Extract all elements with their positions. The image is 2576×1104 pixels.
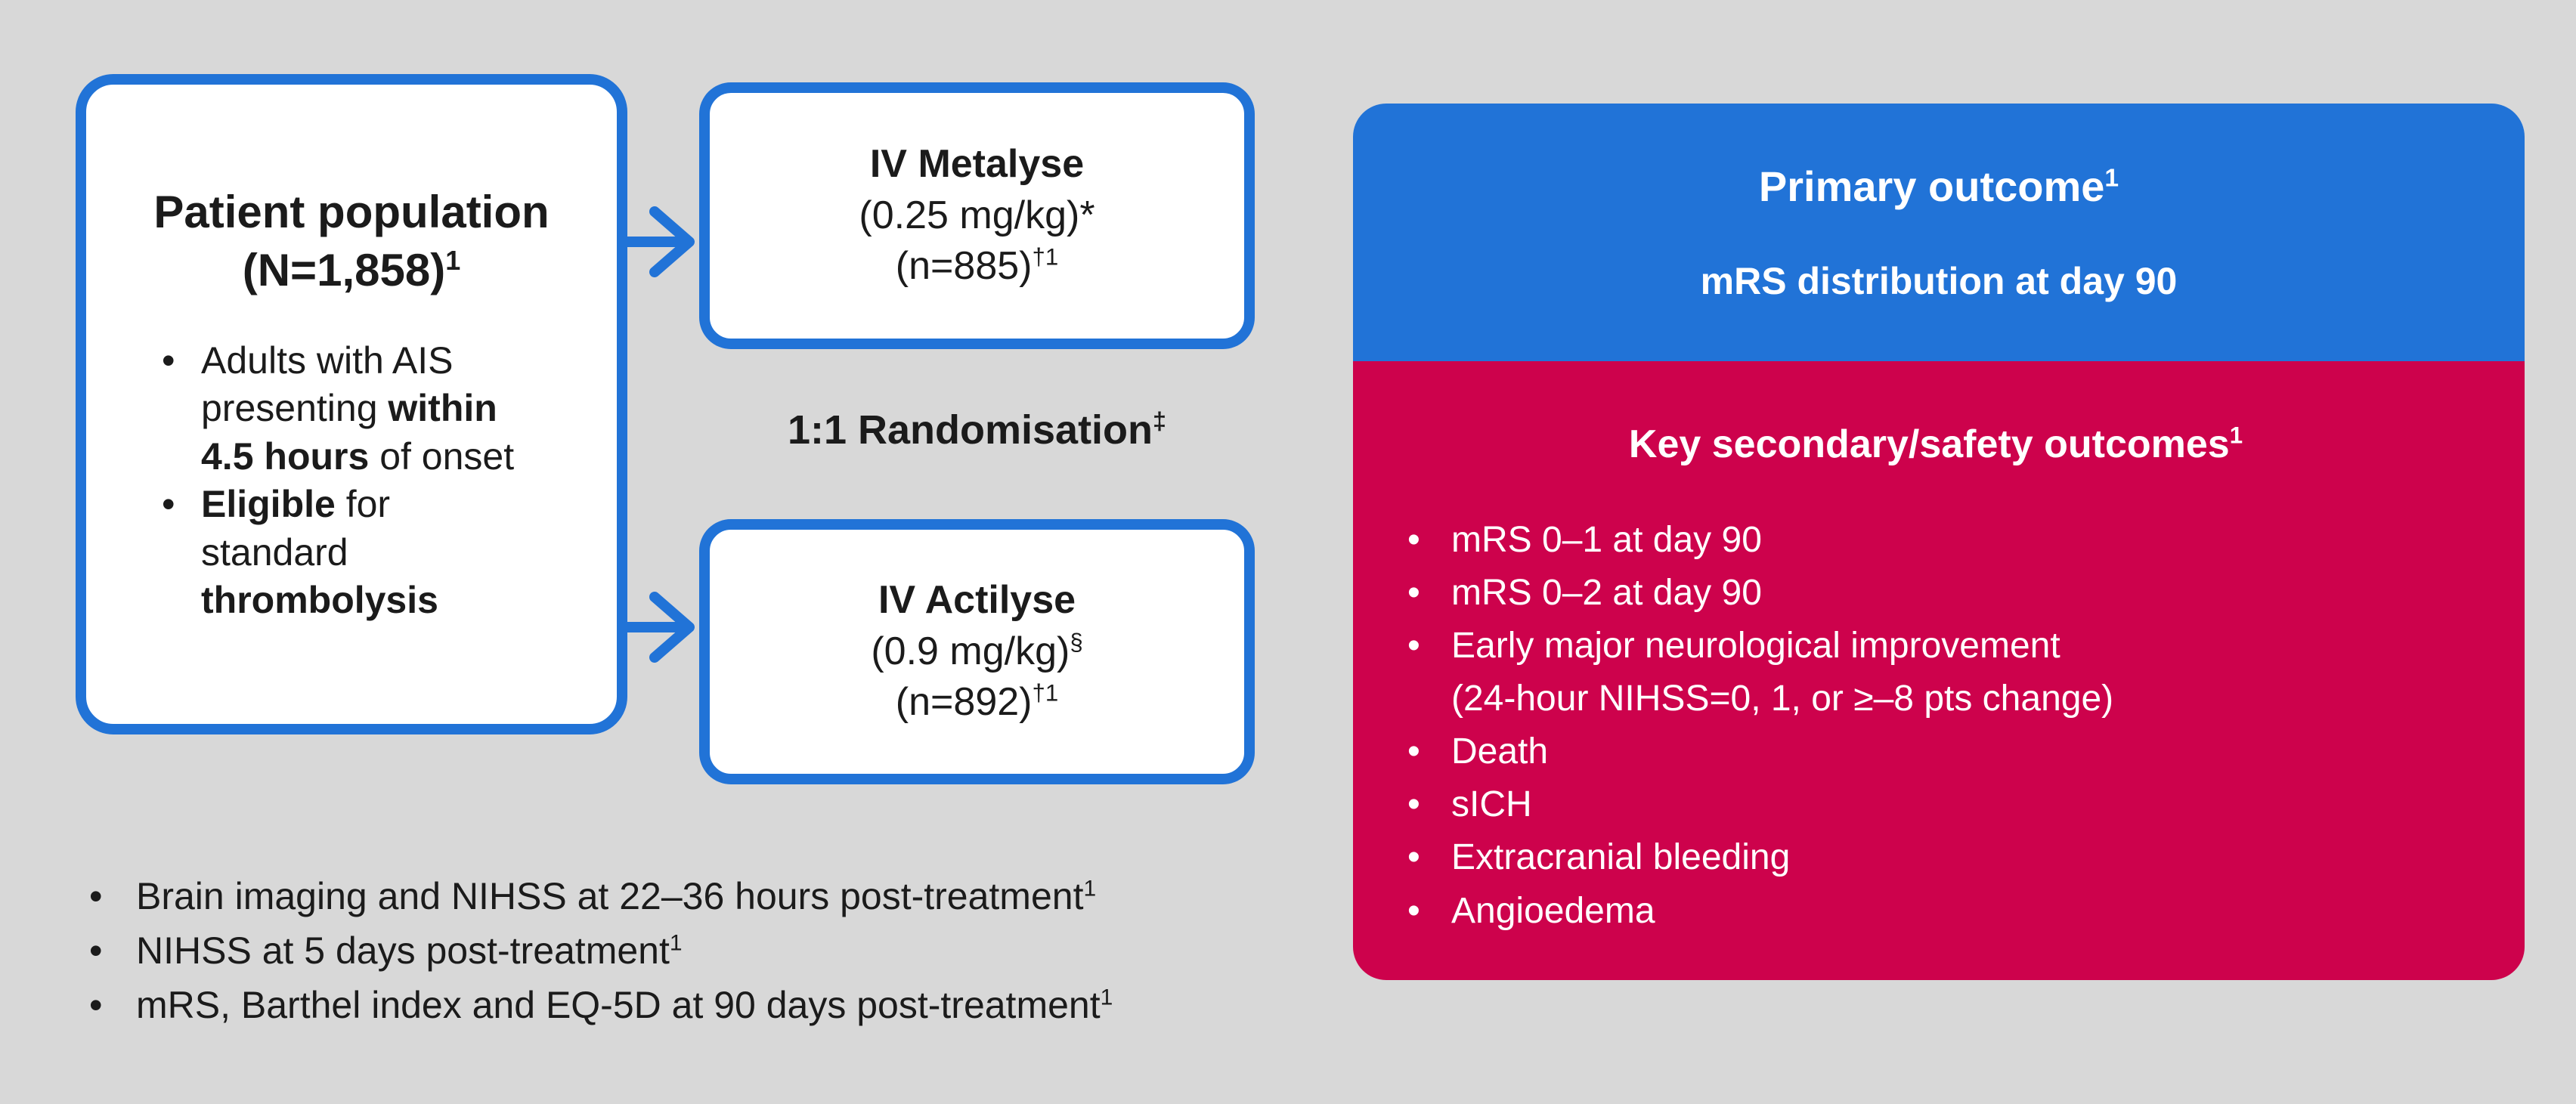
outcome-text: mRS 0–2 at day 90 xyxy=(1451,573,1762,614)
footnote-marker: 1 xyxy=(445,244,461,276)
outcome-text: Death xyxy=(1451,731,1549,772)
assessment-text: mRS, Barthel index and EQ-5D at 90 days … xyxy=(136,984,1113,1026)
actilyse-arm-box: IV Actilyse (0.9 mg/kg)§ (n=892)†1 xyxy=(699,519,1255,784)
assessment-text: NIHSS at 5 days post-treatment1 xyxy=(136,929,683,972)
right-arrow-icon xyxy=(621,592,695,663)
footnote-marker: 1 xyxy=(2229,422,2243,449)
assessment-text: Brain imaging and NIHSS at 22–36 hours p… xyxy=(136,875,1097,917)
bullet-marker: • xyxy=(89,875,103,917)
outcome-text: Angioedema xyxy=(1451,890,1655,931)
metalyse-title: IV Metalyse xyxy=(869,142,1085,187)
bullet-marker: • xyxy=(1407,837,1420,878)
actilyse-title: IV Actilyse xyxy=(878,578,1076,623)
bullet-marker: • xyxy=(89,929,103,972)
secondary-outcomes-title: Key secondary/safety outcomes1 xyxy=(1628,422,2243,466)
bullet-marker: • xyxy=(1407,520,1420,560)
population-title-line1: Patient population xyxy=(153,187,550,238)
bullet-marker: • xyxy=(162,483,175,526)
list-item: • Eligible for standard thrombolysis xyxy=(162,481,541,625)
primary-outcome-header: Primary outcome1 mRS distribution at day… xyxy=(1353,104,2525,361)
footnote-marker: †1 xyxy=(1032,679,1059,707)
footnote-marker: 1 xyxy=(1083,876,1097,901)
outcome-text: mRS 0–1 at day 90 xyxy=(1451,520,1762,560)
assessment-schedule-list: • Brain imaging and NIHSS at 22–36 hours… xyxy=(89,869,1113,1032)
population-title-line2: (N=1,858)1 xyxy=(242,244,461,295)
outcome-text: Extracranial bleeding xyxy=(1451,837,1791,878)
primary-outcome-title: Primary outcome1 xyxy=(1758,162,2119,210)
actilyse-dose: (0.9 mg/kg)§ xyxy=(871,629,1083,673)
footnote-marker: †1 xyxy=(1032,243,1059,271)
primary-outcome-subtitle: mRS distribution at day 90 xyxy=(1700,260,2178,302)
list-item: • mRS 0–2 at day 90 xyxy=(1407,567,2464,620)
metalyse-dose: (0.25 mg/kg)* xyxy=(859,193,1095,237)
bullet-marker: • xyxy=(1407,731,1420,772)
metalyse-arm-box: IV Metalyse (0.25 mg/kg)* (n=885)†1 xyxy=(699,82,1255,349)
list-item: • Brain imaging and NIHSS at 22–36 hours… xyxy=(89,869,1113,923)
footnote-marker: 1 xyxy=(2104,164,2119,193)
population-bullet-text: Eligible for standard thrombolysis xyxy=(201,483,438,622)
footnote-marker: ‡ xyxy=(1153,407,1167,434)
population-bullet-list: • Adults with AIS presenting within 4.5 … xyxy=(162,337,541,625)
list-item: • Extracranial bleeding xyxy=(1407,831,2464,884)
footnote-marker: 1 xyxy=(1100,985,1113,1010)
bullet-marker: • xyxy=(1407,890,1420,931)
outcome-text: sICH xyxy=(1451,784,1532,825)
list-item: • mRS 0–1 at day 90 xyxy=(1407,514,2464,567)
metalyse-n: (n=885)†1 xyxy=(895,243,1059,289)
outcomes-panel: Primary outcome1 mRS distribution at day… xyxy=(1353,104,2525,980)
bullet-marker: • xyxy=(1407,784,1420,825)
list-item: • Adults with AIS presenting within 4.5 … xyxy=(162,337,541,481)
bullet-marker: • xyxy=(1407,573,1420,614)
secondary-outcomes-section: Key secondary/safety outcomes1 • mRS 0–1… xyxy=(1353,361,2525,980)
randomisation-label: 1:1 Randomisation‡ xyxy=(787,407,1167,453)
footnote-marker: § xyxy=(1070,629,1083,656)
bullet-marker: • xyxy=(89,984,103,1026)
actilyse-n: (n=892)†1 xyxy=(895,679,1059,725)
list-item: • Death xyxy=(1407,725,2464,778)
bullet-marker: • xyxy=(162,339,175,382)
bullet-marker: • xyxy=(1407,626,1420,666)
list-item: • mRS, Barthel index and EQ-5D at 90 day… xyxy=(89,978,1113,1032)
list-item: • Angioedema xyxy=(1407,885,2464,938)
population-bullet-text: Adults with AIS presenting within 4.5 ho… xyxy=(201,339,515,478)
secondary-outcomes-list: • mRS 0–1 at day 90 • mRS 0–2 at day 90 … xyxy=(1407,514,2464,938)
footnote-marker: 1 xyxy=(669,930,683,956)
right-arrow-icon xyxy=(621,206,695,277)
patient-population-box: Patient population (N=1,858)1 • Adults w… xyxy=(76,74,627,734)
list-item: • NIHSS at 5 days post-treatment1 xyxy=(89,923,1113,978)
patient-population-title: Patient population (N=1,858)1 xyxy=(153,184,549,298)
outcome-text: Early major neurological improvement(24-… xyxy=(1451,626,2114,719)
list-item: • sICH xyxy=(1407,778,2464,831)
list-item: • Early major neurological improvement(2… xyxy=(1407,620,2464,725)
